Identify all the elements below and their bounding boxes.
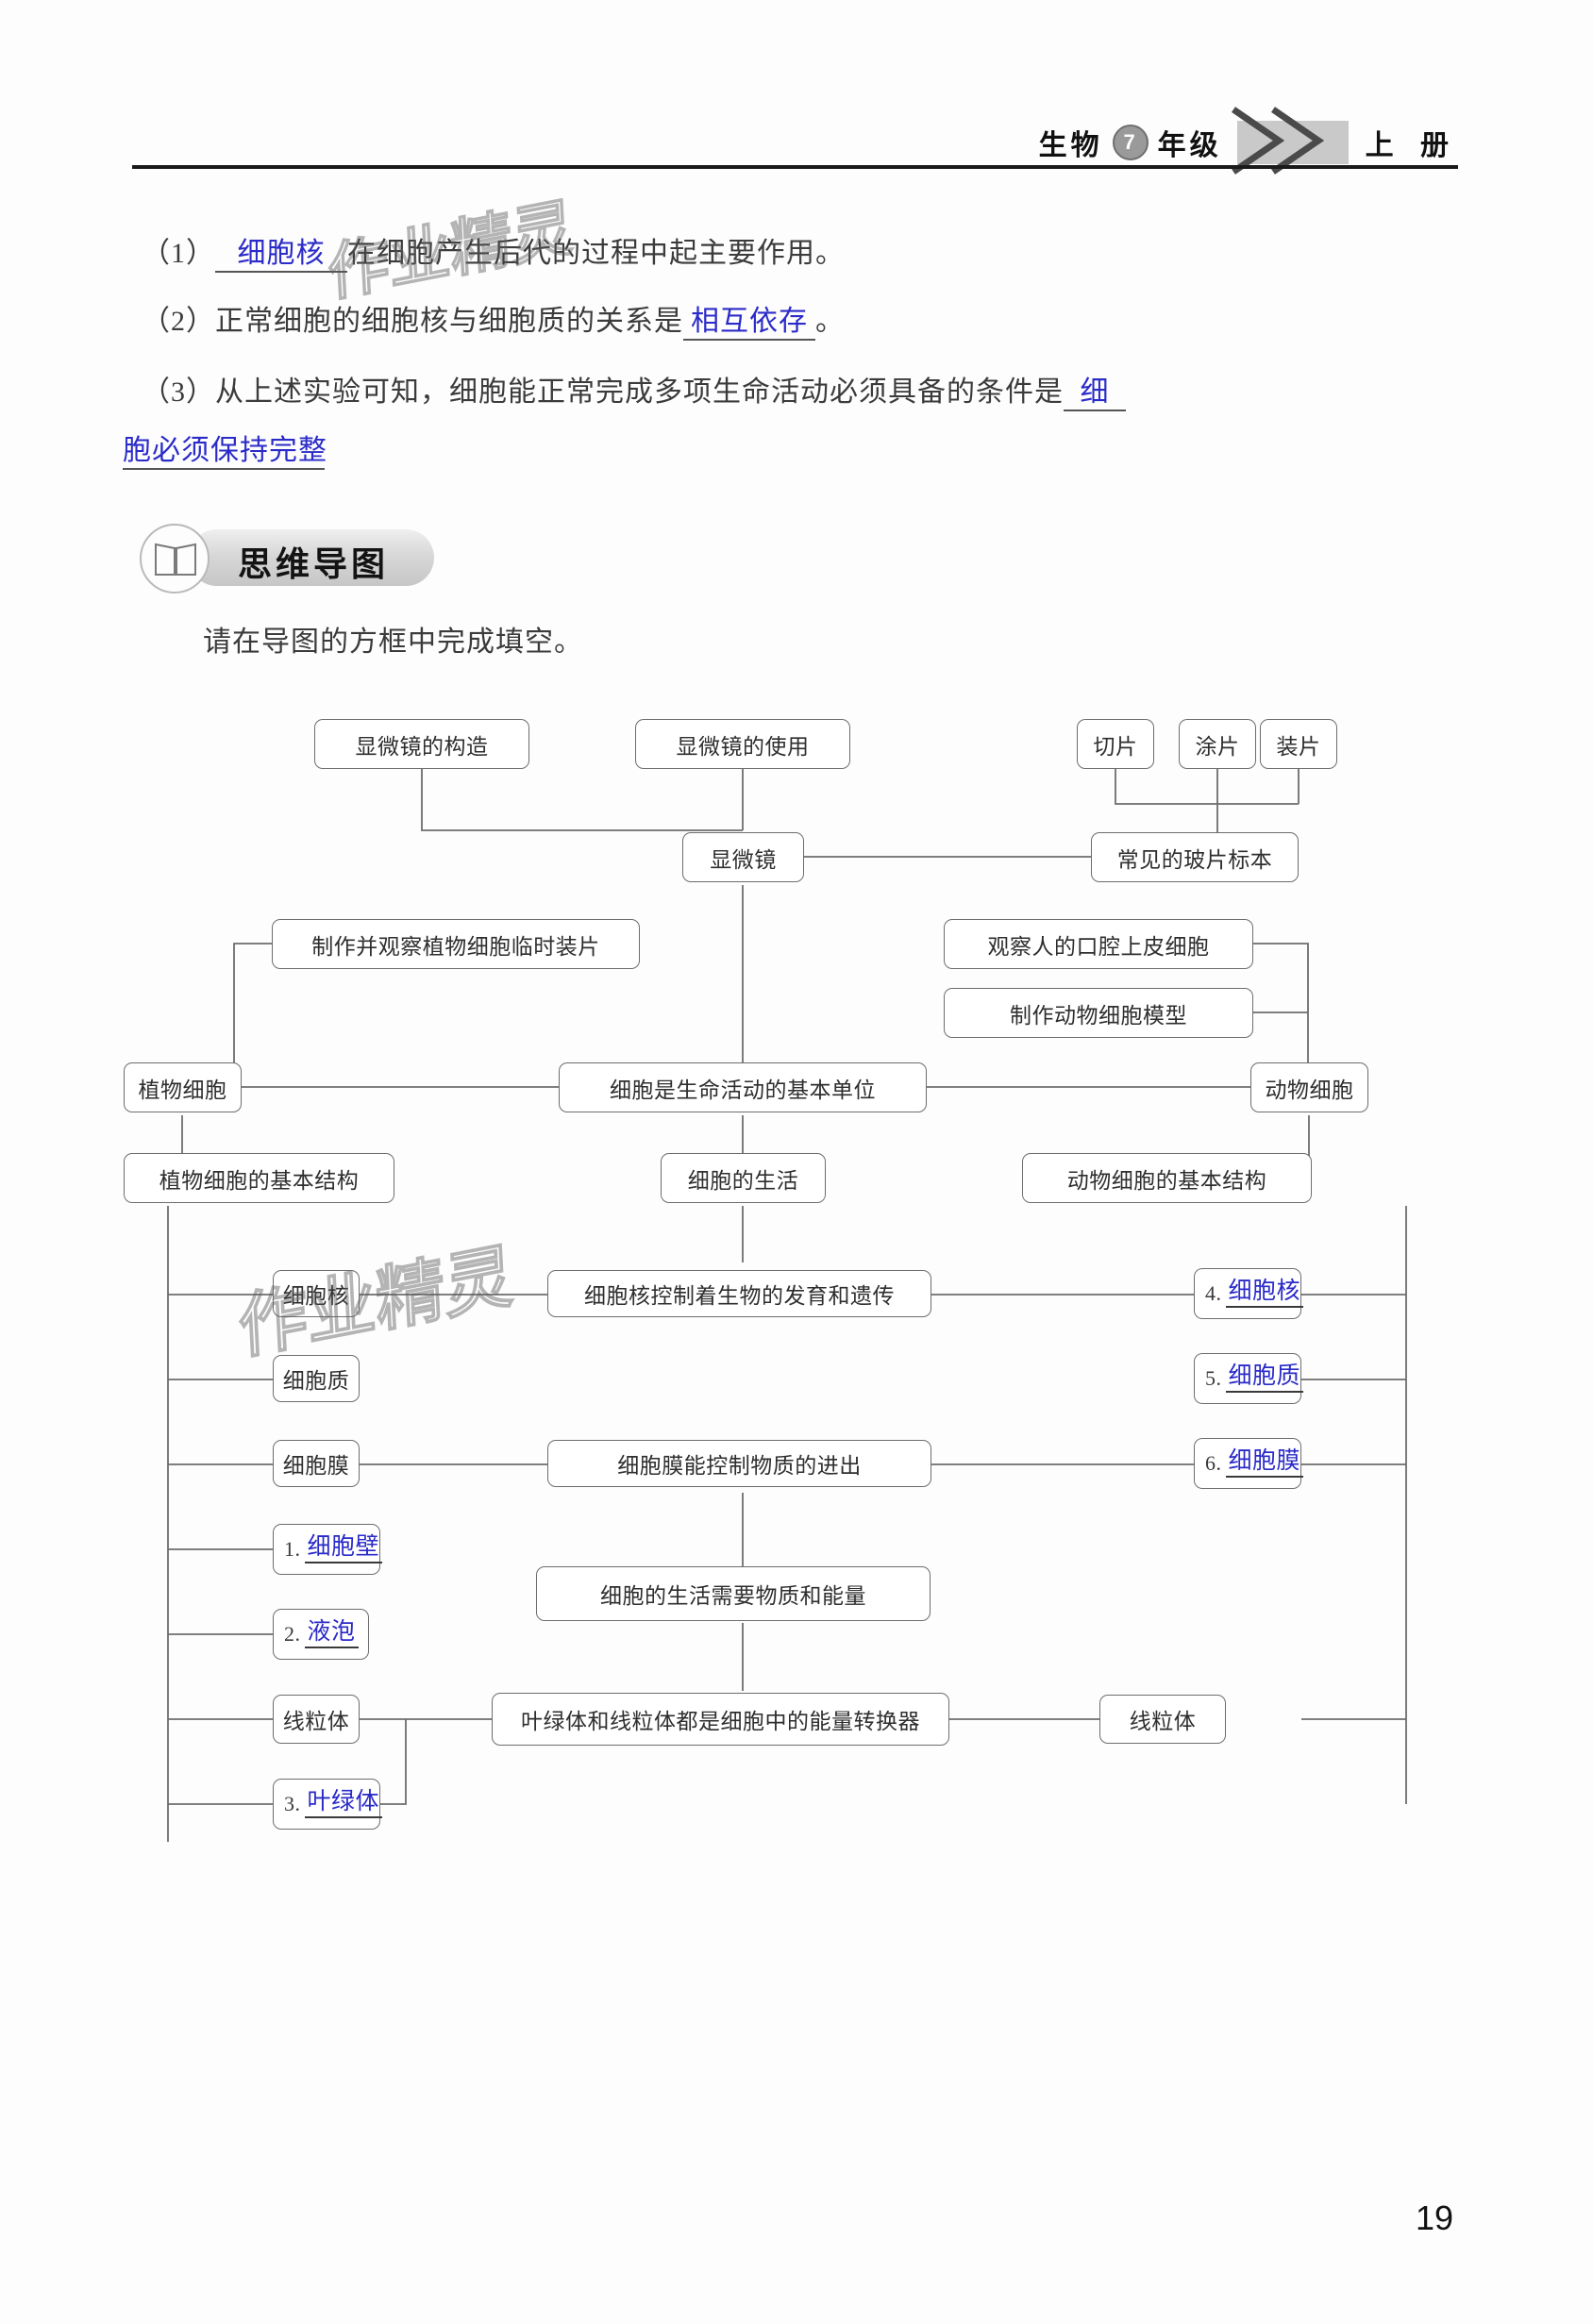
answer-2-number: 2.	[284, 1622, 301, 1646]
page-number: 19	[1415, 2199, 1453, 2237]
question-2-number: （2）	[142, 306, 215, 337]
header-grade-suffix: 年级	[1157, 130, 1222, 161]
node-section-slide[interactable]: 切片	[1077, 719, 1154, 769]
node-nucleus-controls[interactable]: 细胞核控制着生物的发育和遗传	[547, 1270, 931, 1317]
section-title: 思维导图	[238, 544, 390, 583]
answer-4-number: 4.	[1205, 1281, 1222, 1305]
answer-5-number: 5.	[1205, 1366, 1222, 1390]
node-make-plant-slide[interactable]: 制作并观察植物细胞临时装片	[272, 919, 640, 969]
node-answer-2[interactable]: 2. 液泡	[273, 1609, 369, 1660]
question-3-answer-part1[interactable]: 细	[1064, 368, 1126, 411]
question-3-answer-part2[interactable]: 胞必须保持完整	[123, 426, 327, 470]
node-smear-slide[interactable]: 涂片	[1179, 719, 1256, 769]
question-3-continued: 胞必须保持完整	[123, 426, 327, 470]
section-header: 思维导图	[132, 524, 472, 594]
book-icon	[140, 524, 210, 594]
node-membrane-controls[interactable]: 细胞膜能控制物质的进出	[547, 1440, 931, 1487]
node-cell-basic-unit[interactable]: 细胞是生命活动的基本单位	[559, 1062, 927, 1112]
node-mitochondria-right[interactable]: 线粒体	[1099, 1695, 1226, 1744]
grade-number-badge: 7	[1112, 125, 1149, 160]
question-2-text-before: 正常细胞的细胞核与细胞质的关系是	[215, 306, 683, 337]
answer-2-value[interactable]: 液泡	[304, 1620, 359, 1648]
node-membrane-left[interactable]: 细胞膜	[273, 1440, 360, 1487]
node-plant-cell-structure[interactable]: 植物细胞的基本结构	[124, 1153, 394, 1203]
question-3-number: （3）	[142, 376, 215, 408]
header-rule	[132, 165, 1458, 169]
question-2: （2）正常细胞的细胞核与细胞质的关系是相互依存。	[142, 297, 845, 341]
section-instruction: 请在导图的方框中完成填空。	[203, 627, 583, 658]
question-3-text-before: 从上述实验可知，细胞能正常完成多项生命活动必须具备的条件是	[215, 376, 1064, 408]
answer-4-value[interactable]: 细胞核	[1225, 1279, 1304, 1308]
question-1-number: （1）	[142, 238, 215, 269]
question-2-answer[interactable]: 相互依存	[683, 297, 815, 341]
node-observe-oral-cells[interactable]: 观察人的口腔上皮细胞	[944, 919, 1253, 969]
question-1: （1）细胞核在细胞产生后代的过程中起主要作用。	[142, 229, 845, 273]
node-answer-4[interactable]: 4. 细胞核	[1194, 1268, 1304, 1319]
header-volume: 上 册	[1365, 130, 1458, 161]
node-microscope-structure[interactable]: 显微镜的构造	[314, 719, 529, 769]
node-answer-5[interactable]: 5. 细胞质	[1194, 1353, 1304, 1404]
node-cell-needs-energy[interactable]: 细胞的生活需要物质和能量	[536, 1566, 931, 1621]
answer-6-value[interactable]: 细胞膜	[1225, 1449, 1304, 1478]
answer-1-value[interactable]: 细胞壁	[304, 1535, 383, 1563]
node-animal-cell-model[interactable]: 制作动物细胞模型	[944, 988, 1253, 1038]
node-cytoplasm-left[interactable]: 细胞质	[273, 1355, 360, 1402]
node-animal-cell[interactable]: 动物细胞	[1250, 1062, 1368, 1112]
node-answer-6[interactable]: 6. 细胞膜	[1194, 1438, 1304, 1489]
answer-3-value[interactable]: 叶绿体	[304, 1790, 383, 1818]
chevron-decoration	[1231, 107, 1349, 175]
question-2-text-after: 。	[815, 306, 845, 337]
running-header: 生物 7 年级 上 册	[1038, 107, 1458, 175]
node-mount-slide[interactable]: 装片	[1260, 719, 1337, 769]
node-plant-cell[interactable]: 植物细胞	[124, 1062, 242, 1112]
node-answer-3[interactable]: 3. 叶绿体	[273, 1779, 383, 1830]
node-answer-1[interactable]: 1. 细胞壁	[273, 1524, 383, 1575]
answer-5-value[interactable]: 细胞质	[1225, 1364, 1304, 1393]
header-subject: 生物	[1038, 130, 1103, 161]
node-animal-cell-structure[interactable]: 动物细胞的基本结构	[1022, 1153, 1312, 1203]
question-3: （3）从上述实验可知，细胞能正常完成多项生命活动必须具备的条件是细	[142, 368, 1126, 411]
node-microscope[interactable]: 显微镜	[682, 832, 804, 882]
question-1-answer[interactable]: 细胞核	[215, 229, 347, 273]
answer-3-number: 3.	[284, 1792, 301, 1815]
node-microscope-usage[interactable]: 显微镜的使用	[635, 719, 850, 769]
section-pill	[189, 529, 434, 586]
question-1-text: 在细胞产生后代的过程中起主要作用。	[347, 238, 845, 269]
answer-1-number: 1.	[284, 1537, 301, 1561]
node-energy-converters[interactable]: 叶绿体和线粒体都是细胞中的能量转换器	[492, 1693, 949, 1746]
node-common-slides[interactable]: 常见的玻片标本	[1091, 832, 1299, 882]
node-mitochondria-left[interactable]: 线粒体	[273, 1695, 360, 1744]
answer-6-number: 6.	[1205, 1451, 1222, 1475]
node-cell-life[interactable]: 细胞的生活	[661, 1153, 826, 1203]
node-nucleus-left[interactable]: 细胞核	[273, 1270, 360, 1317]
